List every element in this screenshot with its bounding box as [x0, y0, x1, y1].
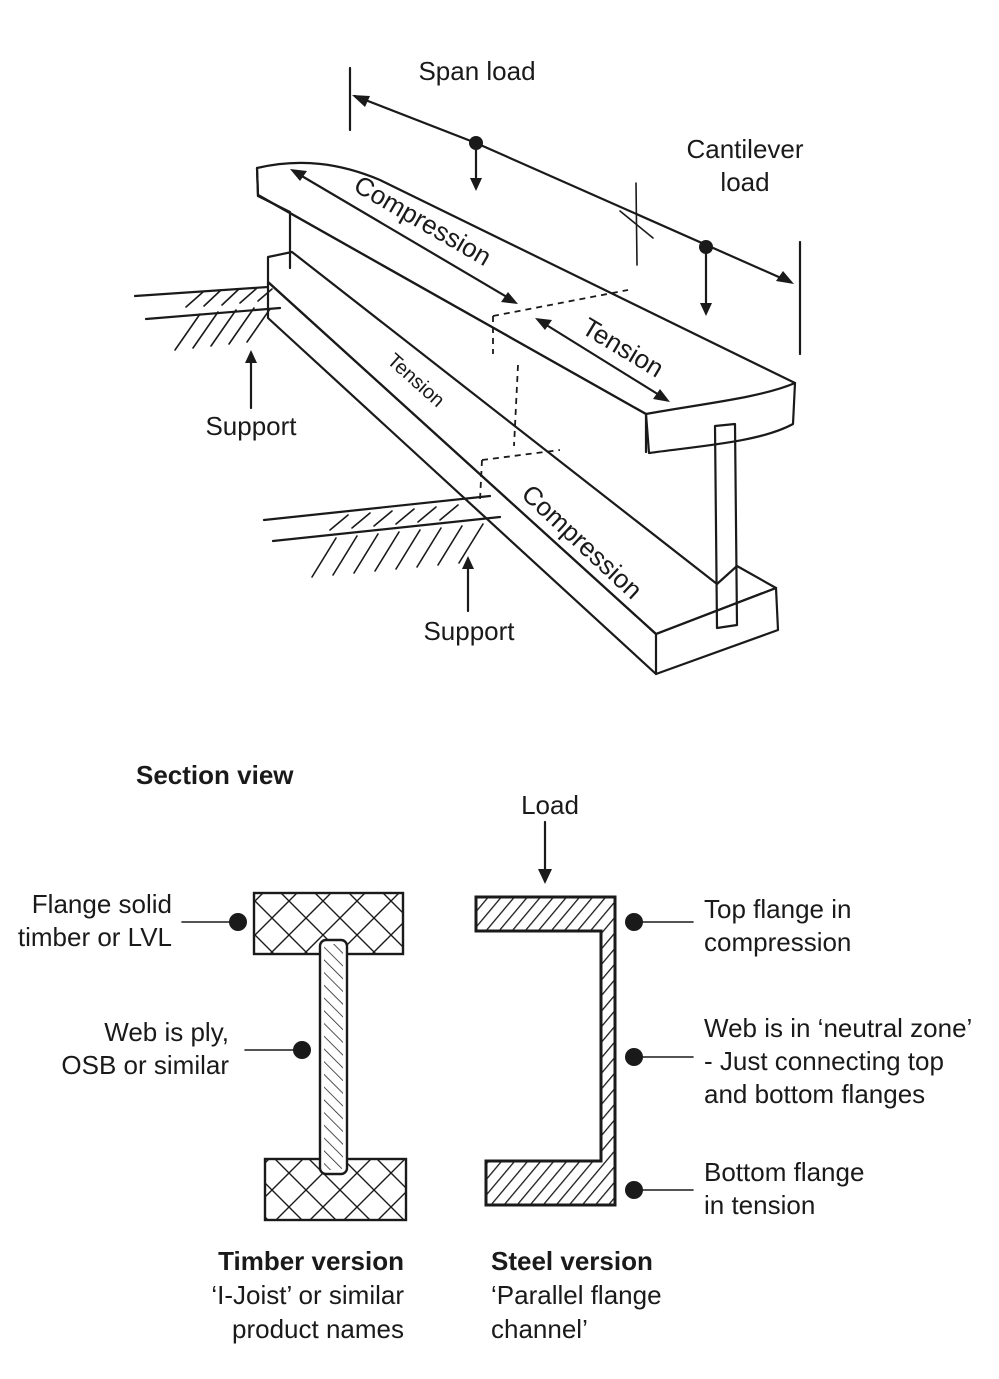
bottom-compression-label: Compression — [516, 478, 648, 604]
support-right-label: Support — [423, 616, 515, 646]
neutral-zone-callout-line1: Web is in ‘neutral zone’ — [704, 1013, 972, 1043]
steel-caption-line1: ‘Parallel flange — [491, 1280, 662, 1310]
support-left-label: Support — [205, 411, 297, 441]
bottom-flange-callout-line1: Bottom flange — [704, 1157, 864, 1187]
web-vertical-end — [713, 422, 739, 630]
top-flange-front-edge — [256, 193, 797, 455]
web-callout-line2: OSB or similar — [61, 1050, 229, 1080]
neutral-zone-callout-line2: - Just connecting top — [704, 1046, 944, 1076]
neutral-zone-callout-line3: and bottom flanges — [704, 1079, 925, 1109]
cantilever-load-label-line1: Cantilever — [686, 134, 803, 164]
right-ground-hatch — [262, 494, 502, 578]
cantilever-load-label-line2: load — [720, 167, 769, 197]
callout-leaders — [181, 913, 694, 1199]
left-ground-hatch — [133, 285, 282, 351]
load-label: Load — [521, 790, 579, 820]
i-beam-sketch — [133, 66, 802, 676]
timber-i-joist-section — [252, 891, 408, 1222]
flange-callout-line1: Flange solid — [32, 889, 172, 919]
timber-caption-line2: product names — [232, 1314, 404, 1344]
flange-callout-line2: timber or LVL — [18, 922, 172, 952]
steel-caption-title: Steel version — [491, 1246, 653, 1276]
timber-caption-line1: ‘I-Joist’ or similar — [211, 1280, 404, 1310]
top-flange-callout-line1: Top flange in — [704, 894, 851, 924]
bottom-flange-callout-line2: in tension — [704, 1190, 815, 1220]
web-callout-line1: Web is ply, — [104, 1017, 229, 1047]
timber-caption-title: Timber version — [218, 1246, 404, 1276]
bottom-tension-label: Tension — [383, 349, 449, 411]
top-flange-callout-line2: compression — [704, 927, 851, 957]
section-view-heading: Section view — [136, 760, 294, 790]
bottom-flange-top-face — [266, 250, 778, 636]
steel-caption-line2: channel’ — [491, 1314, 588, 1344]
span-load-label: Span load — [418, 56, 535, 86]
steel-pfc-section — [474, 820, 617, 1207]
